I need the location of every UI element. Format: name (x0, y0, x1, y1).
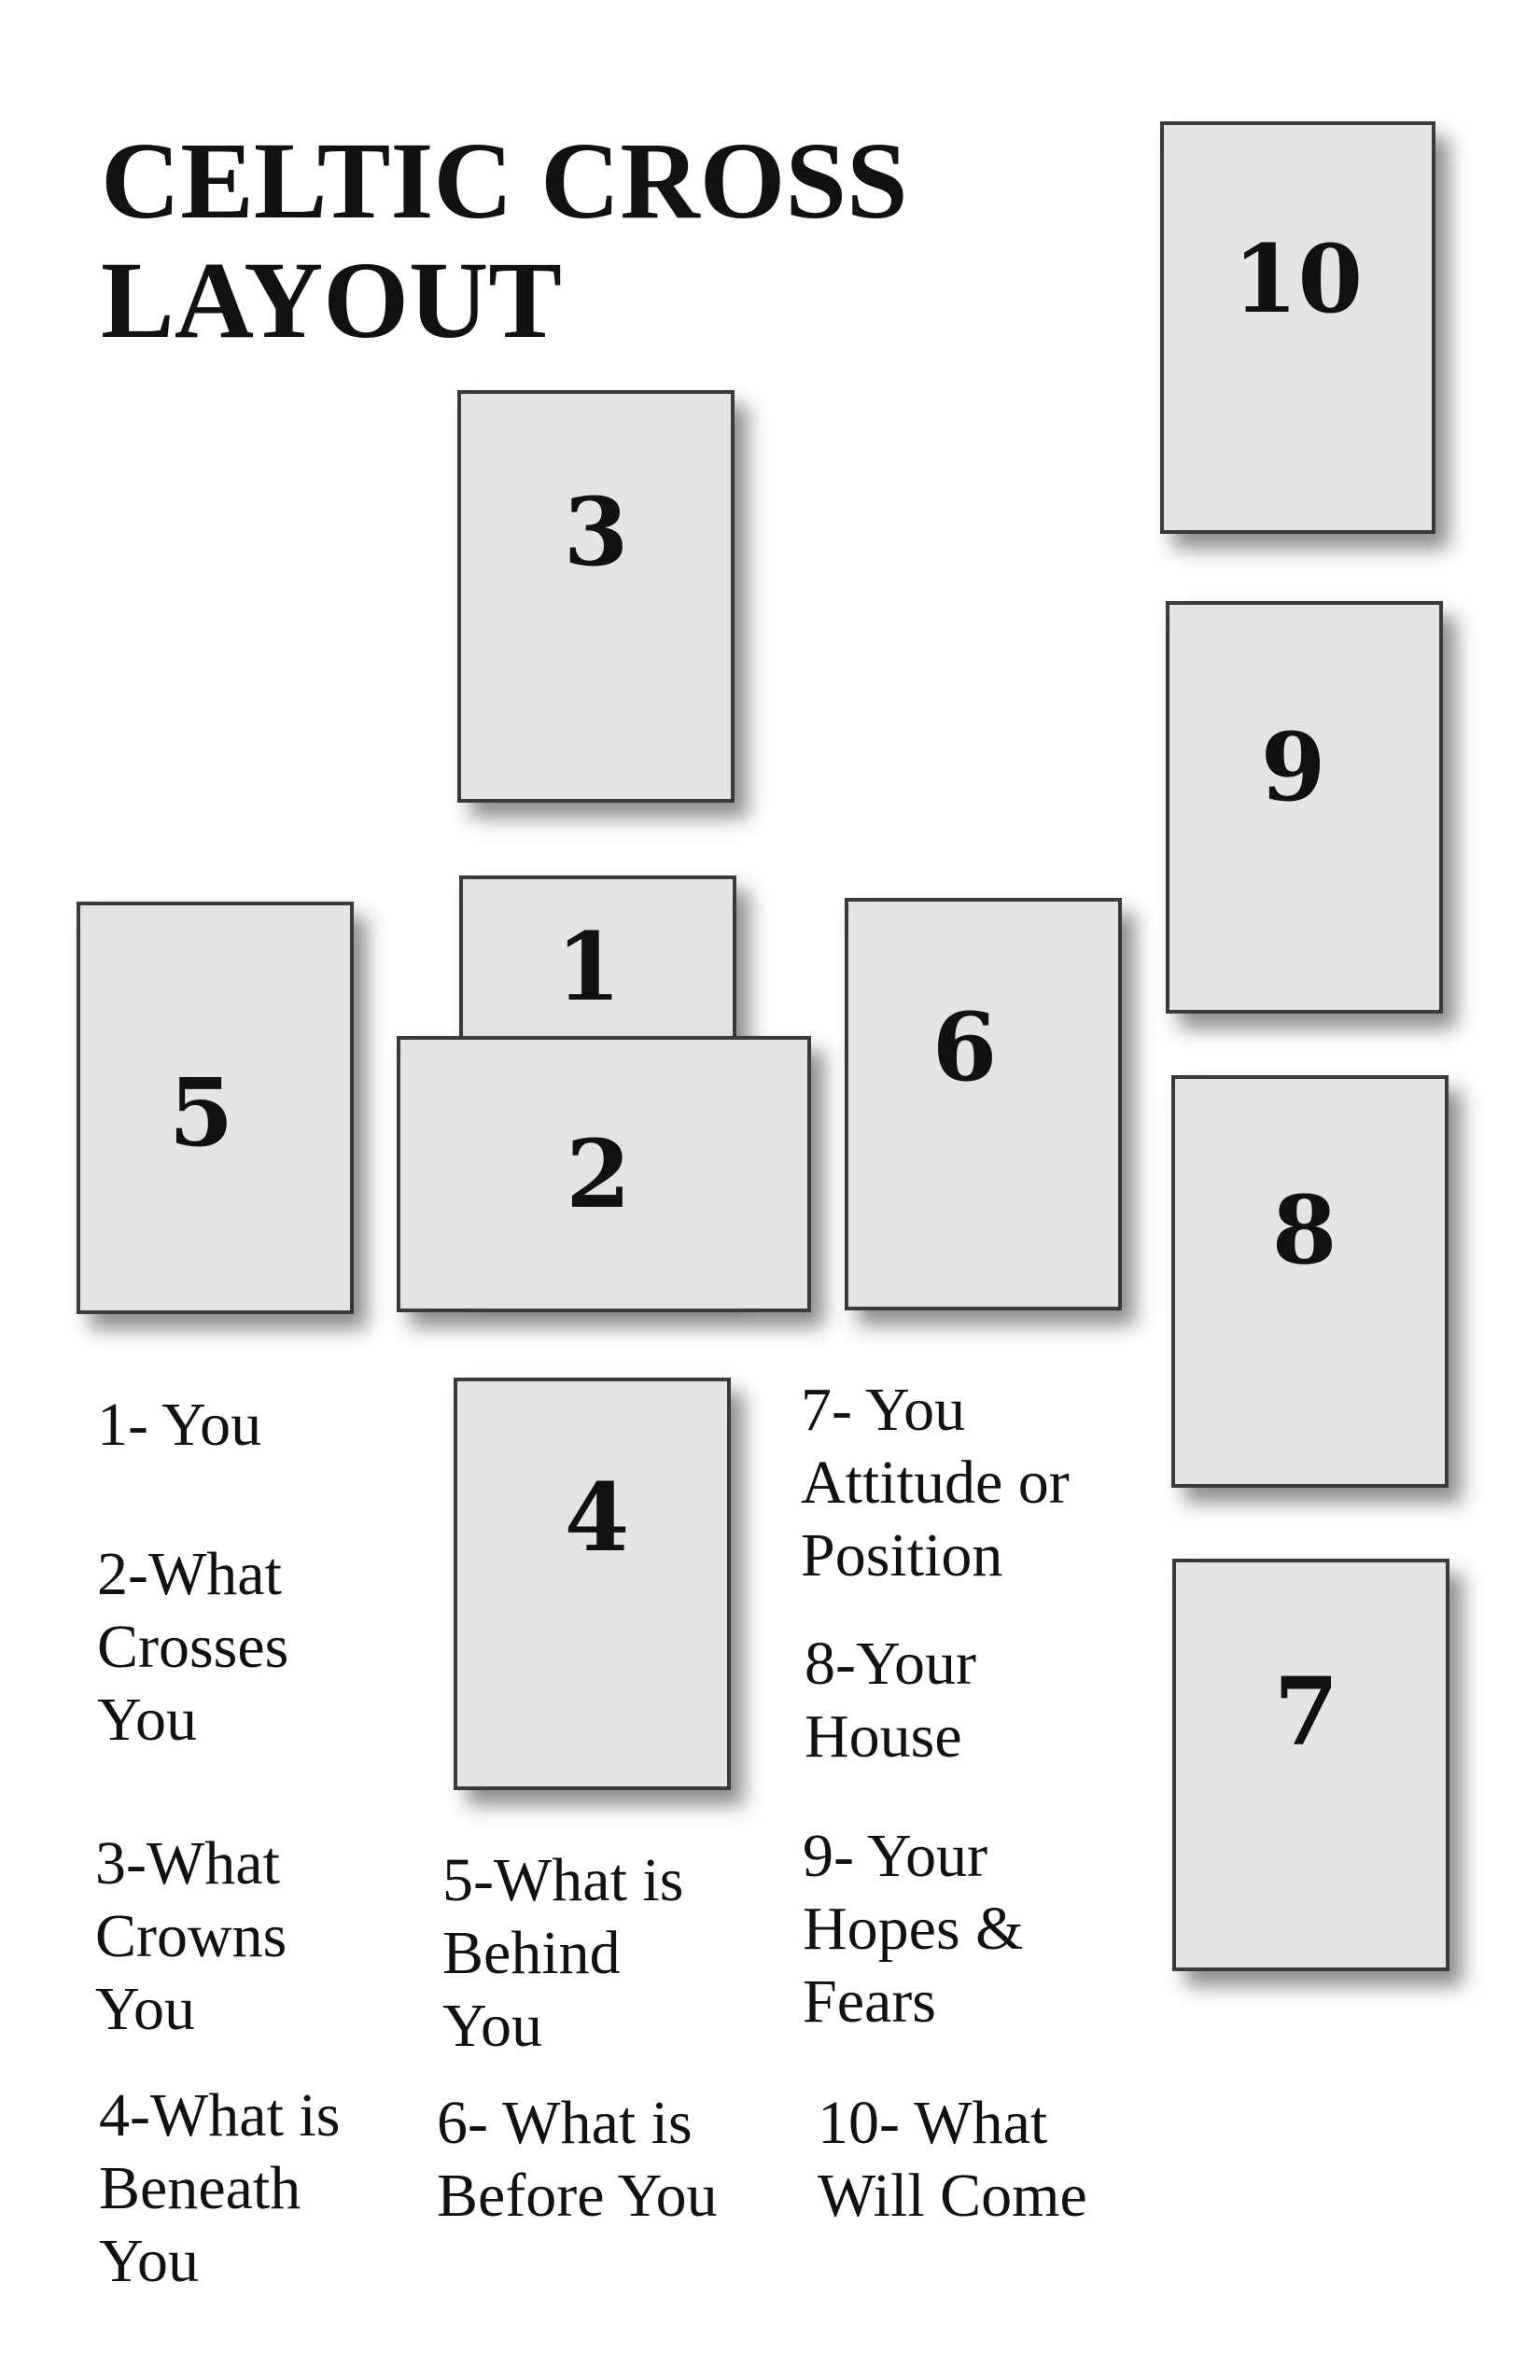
legend-position-3: 3-What Crowns You (95, 1829, 287, 2043)
legend-position-8: 8-Your House (805, 1630, 977, 1771)
card-5: 5 (77, 902, 354, 1314)
legend-position-4: 4-What is Beneath You (99, 2081, 341, 2295)
legend-position-7: 7- You Attitude or Position (801, 1376, 1070, 1589)
card-9-number: 9 (1260, 712, 1326, 822)
card-8-number: 8 (1271, 1175, 1337, 1285)
card-2-number: 2 (566, 1119, 631, 1229)
title-line-2: LAYOUT (101, 239, 563, 361)
legend-position-9: 9- Your Hopes & Fears (803, 1822, 1024, 2036)
card-4-number: 4 (564, 1463, 630, 1573)
card-5-number: 5 (168, 1057, 234, 1168)
card-2: 2 (397, 1036, 811, 1312)
card-9: 9 (1166, 601, 1443, 1014)
card-6: 6 (845, 898, 1122, 1310)
card-7: 7 (1172, 1559, 1449, 1971)
legend-position-1: 1- You (97, 1391, 262, 1459)
legend-position-6: 6- What is Before You (437, 2089, 718, 2230)
legend-position-5: 5-What is Behind You (442, 1846, 684, 2060)
card-10-number: 10 (1232, 224, 1364, 334)
legend-position-10: 10- What Will Come (818, 2089, 1087, 2230)
legend-position-2: 2-What Crosses You (97, 1540, 289, 1754)
card-6-number: 6 (931, 992, 998, 1102)
card-8: 8 (1171, 1075, 1449, 1488)
page-title: CELTIC CROSS LAYOUT (101, 121, 908, 360)
card-10: 10 (1160, 121, 1435, 534)
title-line-1: CELTIC CROSS (101, 119, 908, 242)
card-1-number: 1 (555, 912, 622, 1022)
card-3-number: 3 (563, 477, 629, 587)
card-7-number: 7 (1273, 1657, 1339, 1767)
card-4: 4 (454, 1378, 731, 1790)
card-3: 3 (457, 390, 735, 803)
